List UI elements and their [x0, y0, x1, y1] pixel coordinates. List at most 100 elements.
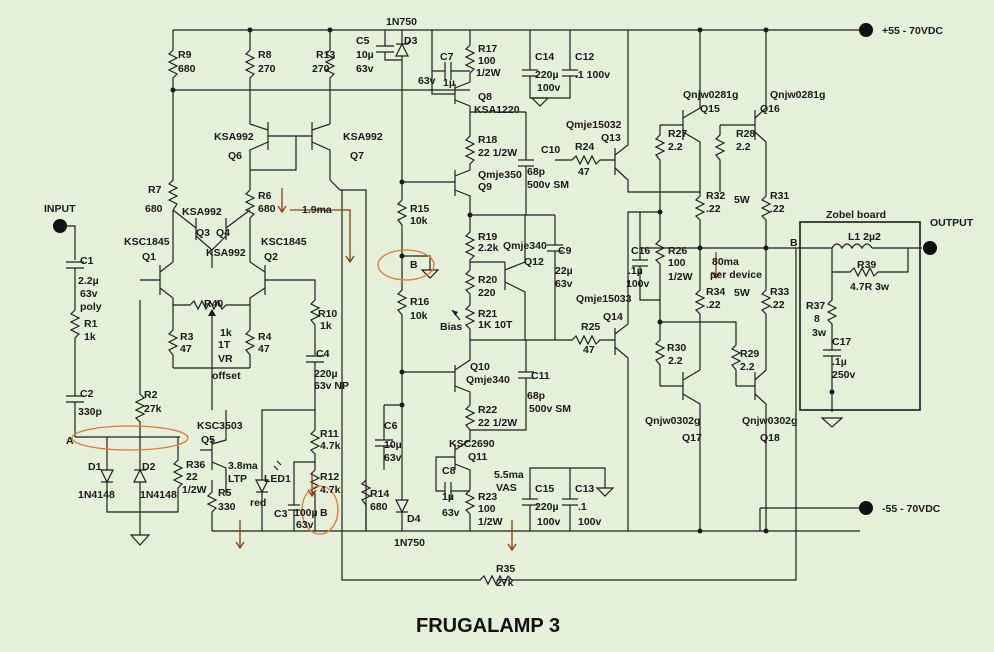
component-label: Q2 — [264, 251, 278, 263]
component-label: Q8 — [478, 91, 492, 103]
component-label: Q14 — [603, 311, 623, 323]
component-label: Q17 — [682, 432, 702, 444]
component-label: 22 1/2W — [478, 147, 517, 159]
component-label: .1 — [578, 501, 587, 513]
component-labels: 1N750D3C510µ63vR9680R8270R13270C71µ63vR1… — [78, 16, 890, 589]
component-label: .1 100v — [575, 69, 610, 81]
positive-rail-terminal[interactable] — [859, 23, 873, 37]
component-label: 330 — [218, 501, 236, 513]
component-label: Qnjw0302g — [742, 415, 797, 427]
component-label: 63v — [384, 452, 402, 464]
component-label: Q13 — [601, 132, 621, 144]
component-label: 250v — [832, 369, 856, 381]
positive-rail-label: +55 - 70VDC — [882, 25, 943, 37]
component-label: 100 — [668, 257, 686, 269]
component-label: 1N4148 — [140, 489, 177, 501]
component-label: C14 — [535, 51, 554, 63]
component-label: R24 — [575, 141, 594, 153]
component-label: red — [250, 497, 266, 509]
component-label: 680 — [258, 203, 276, 215]
component-label: R31 — [770, 190, 789, 202]
component-label: 1k — [320, 320, 332, 332]
component-label: 1k — [220, 327, 232, 339]
component-label: 100v — [626, 278, 650, 290]
component-label: 47 — [180, 343, 192, 355]
component-label: C4 — [316, 348, 330, 360]
component-label: C12 — [575, 51, 594, 63]
component-label: R16 — [410, 296, 429, 308]
component-label: C8 — [442, 465, 456, 477]
component-label: 10µ — [384, 439, 402, 451]
component-label: Q1 — [142, 251, 156, 263]
component-label: C16 — [631, 245, 650, 257]
component-label: poly — [80, 301, 102, 313]
component-label: 500v SM — [529, 403, 571, 415]
output-terminal[interactable] — [923, 241, 937, 255]
component-label: R12 — [320, 471, 339, 483]
component-label: 100v — [537, 82, 561, 94]
component-label: 100v — [578, 516, 602, 528]
component-label: 8 — [814, 313, 820, 325]
component-label: R9 — [178, 49, 192, 61]
component-label: R33 — [770, 286, 789, 298]
component-label: 2.2 — [668, 141, 683, 153]
component-label: 1N4148 — [78, 489, 115, 501]
component-label: 1.9ma — [302, 204, 332, 216]
component-label: 4.7R 3w — [850, 281, 890, 293]
component-label: 63v — [418, 75, 436, 87]
component-label: .22 — [706, 203, 721, 215]
component-label: R27 — [668, 128, 687, 140]
component-label: 5.5ma — [494, 469, 524, 481]
component-label: 2.2 — [740, 361, 755, 373]
negative-rail-terminal[interactable] — [859, 501, 873, 515]
component-label: 47 — [258, 343, 270, 355]
component-label: C9 — [558, 245, 572, 257]
component-label: VR — [218, 353, 233, 365]
component-label: KSC1845 — [124, 236, 170, 248]
component-label: Qmje340 — [466, 374, 510, 386]
component-label: Q7 — [350, 150, 364, 162]
component-label: 5W — [734, 194, 750, 206]
zobel-board — [799, 221, 921, 411]
component-label: 5W — [734, 287, 750, 299]
component-label: .22 — [770, 299, 785, 311]
component-label: 47 — [583, 344, 595, 356]
component-label: Q4 — [216, 227, 230, 239]
component-label: 10k — [410, 215, 428, 227]
component-label: R34 — [706, 286, 725, 298]
component-label: Qmje15032 — [566, 119, 622, 131]
node-marker: A — [66, 435, 74, 447]
component-label: 1/2W — [476, 67, 501, 79]
component-label: R18 — [478, 134, 497, 146]
component-label: R36 — [186, 459, 205, 471]
component-label: 1N750 — [386, 16, 417, 28]
component-label: 22µ — [555, 265, 573, 277]
component-label: 330p — [78, 406, 102, 418]
component-label: 1/2W — [668, 271, 693, 283]
component-label: C3 — [274, 508, 288, 520]
component-label: 10µ — [356, 49, 374, 61]
component-label: 3.8ma — [228, 460, 258, 472]
component-label: 63v — [80, 288, 98, 300]
component-label: R21 — [478, 308, 497, 320]
component-label: C15 — [535, 483, 554, 495]
component-label: 10k — [410, 310, 428, 322]
component-label: offset — [212, 370, 241, 382]
annotation-b-bottom — [301, 485, 339, 535]
component-label: Q9 — [478, 181, 492, 193]
component-label: Qnjw0281g — [683, 89, 738, 101]
component-label: R29 — [740, 348, 759, 360]
component-label: 100v — [537, 516, 561, 528]
component-label: D3 — [404, 35, 418, 47]
component-label: KSA1220 — [474, 104, 520, 116]
component-label: D2 — [142, 461, 156, 473]
component-label: R40 — [204, 298, 223, 310]
component-label: Q12 — [524, 256, 544, 268]
component-label: R37 — [806, 300, 825, 312]
component-label: R30 — [667, 342, 686, 354]
component-label: Qmje350 — [478, 169, 522, 181]
component-label: R11 — [320, 428, 339, 440]
annotation-b-top — [377, 249, 435, 281]
annotation-a — [71, 425, 189, 451]
